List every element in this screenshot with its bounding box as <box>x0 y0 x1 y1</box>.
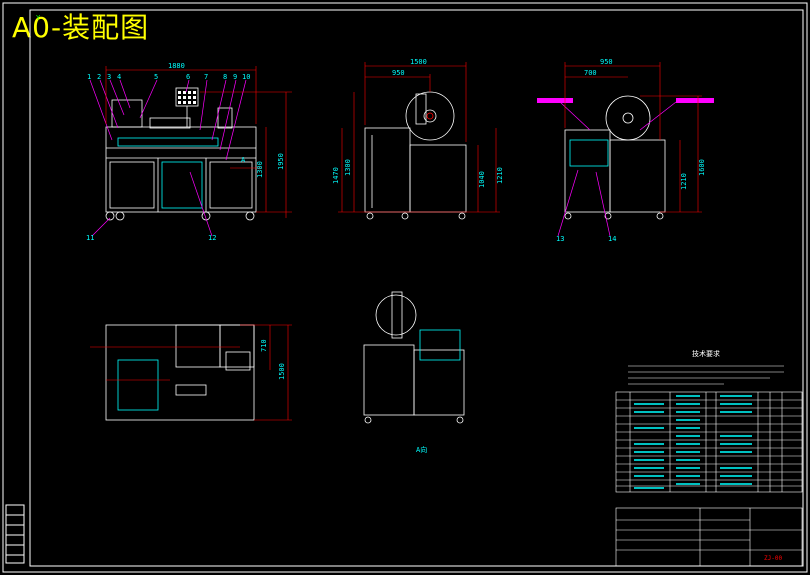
part-number: 5 <box>154 73 158 81</box>
right-leaders <box>557 101 677 237</box>
part-number: 1 <box>87 73 91 81</box>
plan-view <box>105 324 255 421</box>
ucs-icon: Y <box>36 14 41 22</box>
dimension-label: 1210 <box>496 167 504 184</box>
part-number: 13 <box>556 235 564 243</box>
front-leaders <box>89 79 247 237</box>
part-number: 6 <box>186 73 190 81</box>
title-block <box>615 507 803 567</box>
right-dimension-text: 950 700 1210 1600 13 14 <box>556 58 706 243</box>
parts-list-cyan <box>634 395 752 489</box>
right-dimensions <box>564 62 702 213</box>
section-marker: A <box>241 156 246 164</box>
dimension-label: 1210 <box>680 173 688 190</box>
technical-notes: 技术要求 <box>628 349 784 385</box>
dimension-label: 1950 <box>277 153 285 170</box>
right-view <box>564 95 666 220</box>
dimension-label: 700 <box>584 69 597 77</box>
front-view-keypad <box>178 91 196 104</box>
part-number: 12 <box>208 234 216 242</box>
inner-border <box>29 9 804 567</box>
revision-strip <box>5 504 25 564</box>
part-number: 7 <box>204 73 208 81</box>
dimension-label: 1600 <box>698 159 706 176</box>
dimension-label: 1300 <box>344 159 352 176</box>
part-number: 8 <box>223 73 227 81</box>
plan-dimension-text: 710 1500 <box>260 339 286 380</box>
dimension-label: 1500 <box>278 363 286 380</box>
dimension-label: 1470 <box>332 167 340 184</box>
parts-list <box>615 391 803 493</box>
notes-title: 技术要求 <box>692 349 720 358</box>
side-dimensions <box>338 62 500 213</box>
dimension-label: 1880 <box>168 62 185 70</box>
part-number: 9 <box>233 73 237 81</box>
view-caption: A向 <box>416 445 427 454</box>
front-part-numbers: 1 2 3 4 5 6 7 8 9 10 11 12 A <box>86 73 250 242</box>
side-dimension-text: 1500 950 1470 1300 1040 1210 <box>332 58 504 188</box>
dimension-label: 1040 <box>478 171 486 188</box>
dimension-label: 1300 <box>256 161 264 178</box>
plan-dimensions <box>90 324 292 421</box>
part-number: 3 <box>107 73 111 81</box>
side-view <box>364 91 467 220</box>
part-number: 14 <box>608 235 616 243</box>
front-dimensions <box>105 66 292 218</box>
drawing-code: ZJ-00 <box>764 555 782 562</box>
part-number: 11 <box>86 234 94 242</box>
front-view <box>105 87 257 221</box>
dimension-label: 1500 <box>410 58 427 66</box>
dimension-label: 710 <box>260 339 268 352</box>
dimension-label: 950 <box>600 58 613 66</box>
part-number: 4 <box>117 73 121 81</box>
part-number: 2 <box>97 73 101 81</box>
right-callout-boxes <box>537 98 714 103</box>
front-dimension-text: 1880 1300 1950 <box>168 62 285 178</box>
dimension-label: 950 <box>392 69 405 77</box>
part-number: 10 <box>242 73 250 81</box>
a-view <box>363 291 465 424</box>
drawing-title: A0-装配图 <box>12 11 150 44</box>
